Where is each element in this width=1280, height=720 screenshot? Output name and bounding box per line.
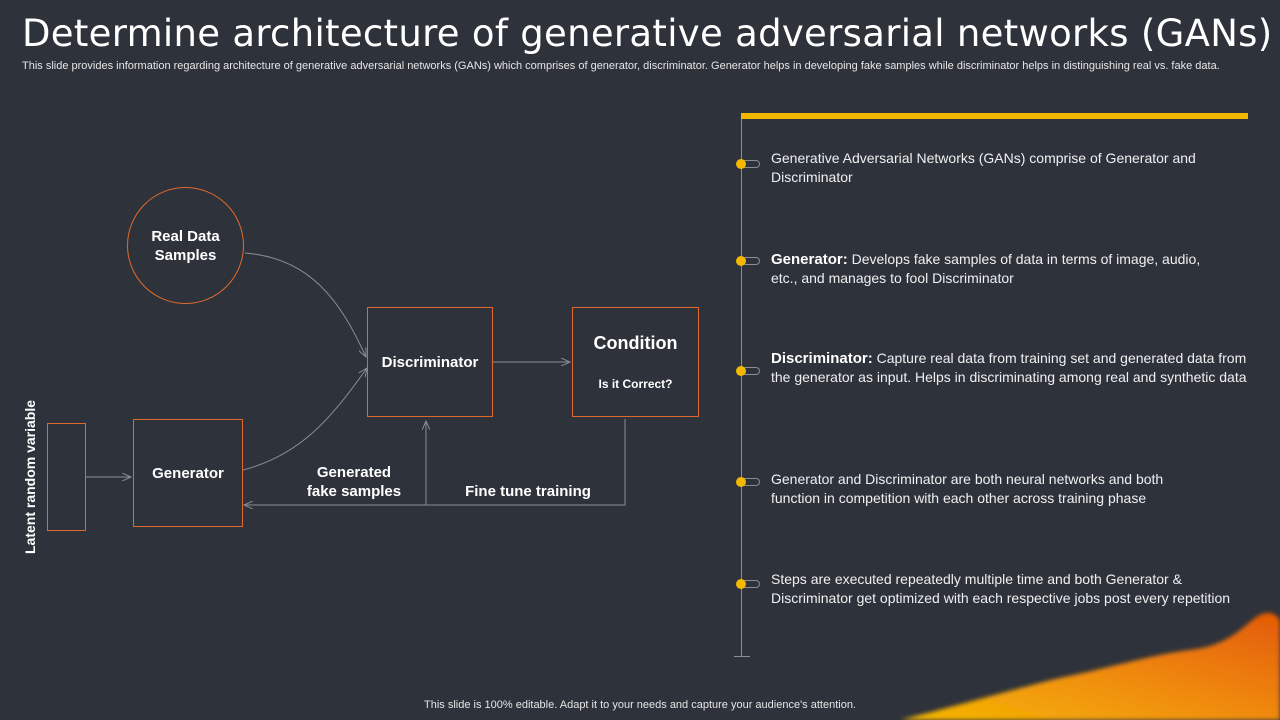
timeline-connector-4 (738, 478, 760, 486)
condition-subtitle: Is it Correct? (598, 377, 673, 391)
point-5: Steps are executed repeatedly multiple t… (771, 570, 1255, 607)
generated-samples-line-1: Generated (316, 464, 392, 481)
latent-variable-label: Latent random variable (22, 399, 38, 555)
timeline-line (741, 119, 742, 656)
point-2: Generator: Develops fake samples of data… (771, 250, 1201, 287)
generated-samples-label: Generated fake samples (294, 463, 414, 501)
timeline-dot-4 (736, 477, 746, 487)
point-5-text: Steps are executed repeatedly multiple t… (771, 571, 1231, 606)
timeline-connector-1 (738, 160, 760, 168)
point-1: Generative Adversarial Networks (GANs) c… (771, 149, 1201, 186)
point-2-heading: Generator: (771, 251, 848, 268)
slide-subtitle: This slide provides information regardin… (22, 60, 1220, 72)
generated-samples-line-2: fake samples (306, 483, 402, 500)
timeline-dot-5 (736, 579, 746, 589)
generator-label: Generator (152, 465, 224, 482)
timeline-connector-3 (738, 367, 760, 375)
timeline-end-tick (734, 656, 750, 657)
point-2-text: Develops fake samples of data in terms o… (771, 251, 1201, 286)
timeline-dot-2 (736, 256, 746, 266)
slide-footer: This slide is 100% editable. Adapt it to… (424, 699, 856, 711)
generator-node: Generator (133, 419, 243, 527)
real-data-label: Real Data Samples (151, 227, 220, 264)
timeline-dot-3 (736, 366, 746, 376)
timeline-accent-bar (741, 113, 1248, 119)
timeline-dot-1 (736, 159, 746, 169)
point-3-text: Capture real data from training set and … (771, 350, 1247, 385)
point-4: Generator and Discriminator are both neu… (771, 470, 1211, 507)
condition-node: Condition Is it Correct? (572, 307, 699, 417)
discriminator-label: Discriminator (381, 354, 479, 371)
latent-variable-box (47, 423, 86, 531)
arrow-generator-to-discriminator (242, 368, 367, 471)
arrow-real-to-discriminator (244, 252, 366, 357)
slide-title: Determine architecture of generative adv… (22, 12, 1273, 55)
discriminator-node: Discriminator (367, 307, 493, 417)
real-data-node: Real Data Samples (127, 187, 244, 304)
timeline-connector-2 (738, 257, 760, 265)
point-4-text: Generator and Discriminator are both neu… (771, 471, 1164, 506)
timeline-connector-5 (738, 580, 760, 588)
point-3: Discriminator: Capture real data from tr… (771, 349, 1249, 386)
point-1-text: Generative Adversarial Networks (GANs) c… (771, 150, 1196, 185)
condition-title: Condition (593, 333, 678, 353)
point-3-heading: Discriminator: (771, 350, 873, 367)
fine-tune-label: Fine tune training (465, 483, 591, 500)
